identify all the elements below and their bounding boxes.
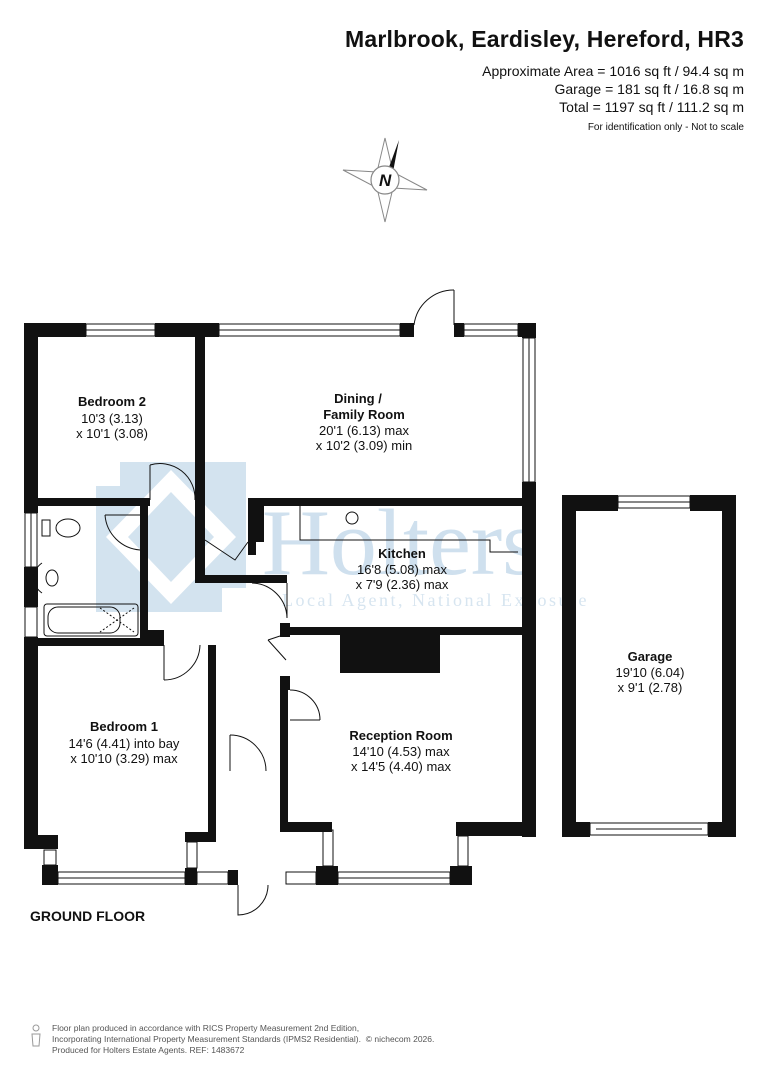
footer-note: Incorporating International Property Mea… [52,1034,434,1044]
toilet-icon [55,518,81,538]
watermark-tagline: Local Agent, National Exposure [282,590,589,610]
footer-standards: Incorporating International Property Mea… [52,1034,361,1044]
room-dimension: 14'6 (4.41) into bay [69,736,180,751]
room-dimension: 14'10 (4.53) max [352,744,450,759]
nichecom-brand: © nichecom 2026. [365,1034,435,1044]
room-name: Bedroom 2 [78,394,146,409]
bath-icon [43,603,139,637]
room-name: Dining / [334,391,382,406]
room-dimension: 10'3 (3.13) [81,411,143,426]
room-dimension: 16'8 (5.08) max [357,562,447,577]
room-dimension: x 10'2 (3.09) min [316,438,412,453]
garage-walls [562,495,736,837]
windows [24,323,536,885]
scale-disclaimer: For identification only - Not to scale [587,122,744,133]
compass-icon: N [342,137,428,223]
floor-label: GROUND FLOOR [30,908,146,924]
room-name: Garage [628,649,673,664]
compass-label: N [379,171,392,190]
approximate-area: Approximate Area = 1016 sq ft / 94.4 sq … [482,63,744,79]
total-area: Total = 1197 sq ft / 111.2 sq m [559,99,744,115]
house-walls [24,323,536,885]
sink-icon [33,562,43,594]
garage-openings [589,495,709,836]
room-dimension: x 10'10 (3.29) max [70,751,178,766]
garage-area: Garage = 181 sq ft / 16.8 sq m [554,81,745,97]
room-kitchen: Kitchen 16'8 (5.08) max x 7'9 (2.36) max [356,546,449,592]
room-name: Bedroom 1 [90,719,158,734]
room-name: Family Room [323,407,405,422]
holters-logo-icon [96,462,246,612]
room-bedroom-1: Bedroom 1 14'6 (4.41) into bay x 10'10 (… [69,719,180,766]
room-name: Reception Room [349,728,452,743]
footer-note: Floor plan produced in accordance with R… [52,1023,360,1033]
doors [104,289,455,916]
watermark-brand: Holters [262,491,539,595]
person-icon [31,1024,41,1047]
room-reception: Reception Room 14'10 (4.53) max x 14'5 (… [349,728,452,774]
property-title: Marlbrook, Eardisley, Hereford, HR3 [345,26,744,52]
footer-reference: Produced for Holters Estate Agents. REF:… [52,1045,245,1055]
kitchen-sink-icon [345,511,359,525]
bathroom-fixtures [33,506,518,637]
room-dimension: x 10'1 (3.08) [76,426,148,441]
room-dimension: x 7'9 (2.36) max [356,577,449,592]
watermark: Holters Local Agent, National Exposure [96,462,589,612]
room-garage: Garage 19'10 (6.04) x 9'1 (2.78) [616,649,685,695]
room-name: Kitchen [378,546,426,561]
room-dimension: x 14'5 (4.40) max [351,759,452,774]
room-dimension: x 9'1 (2.78) [618,680,683,695]
room-bedroom-2: Bedroom 2 10'3 (3.13) x 10'1 (3.08) [76,394,148,441]
room-dining-family: Dining / Family Room 20'1 (6.13) max x 1… [316,391,412,453]
room-dimension: 20'1 (6.13) max [319,423,409,438]
room-dimension: 19'10 (6.04) [616,665,685,680]
